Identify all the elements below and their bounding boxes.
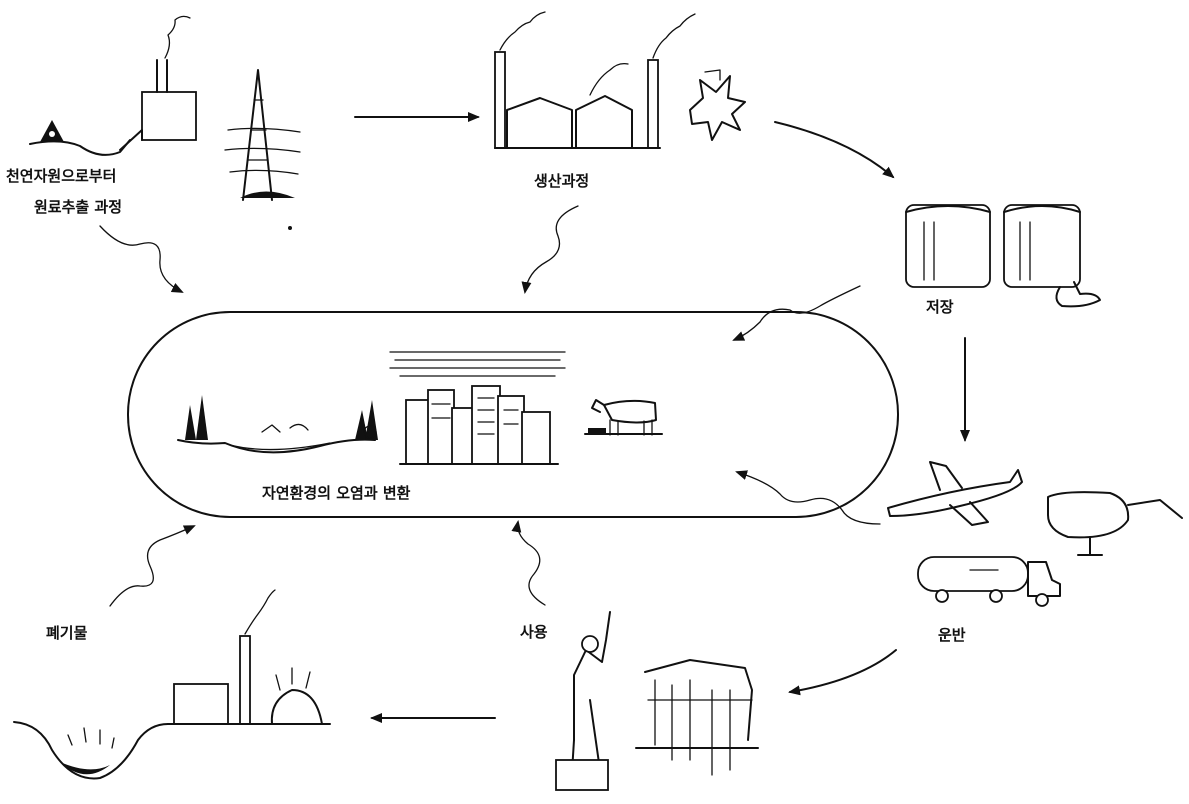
production-illustration (495, 12, 745, 148)
city-illustration (390, 352, 565, 464)
waste-illustration (14, 590, 330, 778)
lake-and-trees-illustration (178, 395, 378, 452)
arrow-transport-to-use (790, 650, 896, 692)
use-people-illustration (556, 612, 758, 790)
arrow-production-to-storage (775, 122, 893, 177)
storage-tanks-illustration (906, 205, 1100, 306)
center-label: 자연환경의 오염과 변환 (262, 484, 411, 502)
extraction-label-line2: 원료추출 과정 (34, 198, 122, 216)
transport-illustration (888, 462, 1182, 606)
extraction-label-line1: 천연자원으로부터 (6, 167, 116, 185)
wavy-arrow-waste (110, 526, 194, 606)
wavy-arrow-use (518, 522, 545, 605)
waste-label: 폐기물 (46, 624, 88, 642)
storage-label: 저장 (926, 298, 954, 316)
wavy-arrow-production (525, 206, 578, 292)
use-label: 사용 (520, 623, 548, 641)
cow-illustration (585, 400, 662, 435)
production-label: 생산과정 (534, 172, 589, 190)
transport-label: 운반 (938, 626, 966, 644)
wavy-arrow-extraction (100, 226, 182, 292)
